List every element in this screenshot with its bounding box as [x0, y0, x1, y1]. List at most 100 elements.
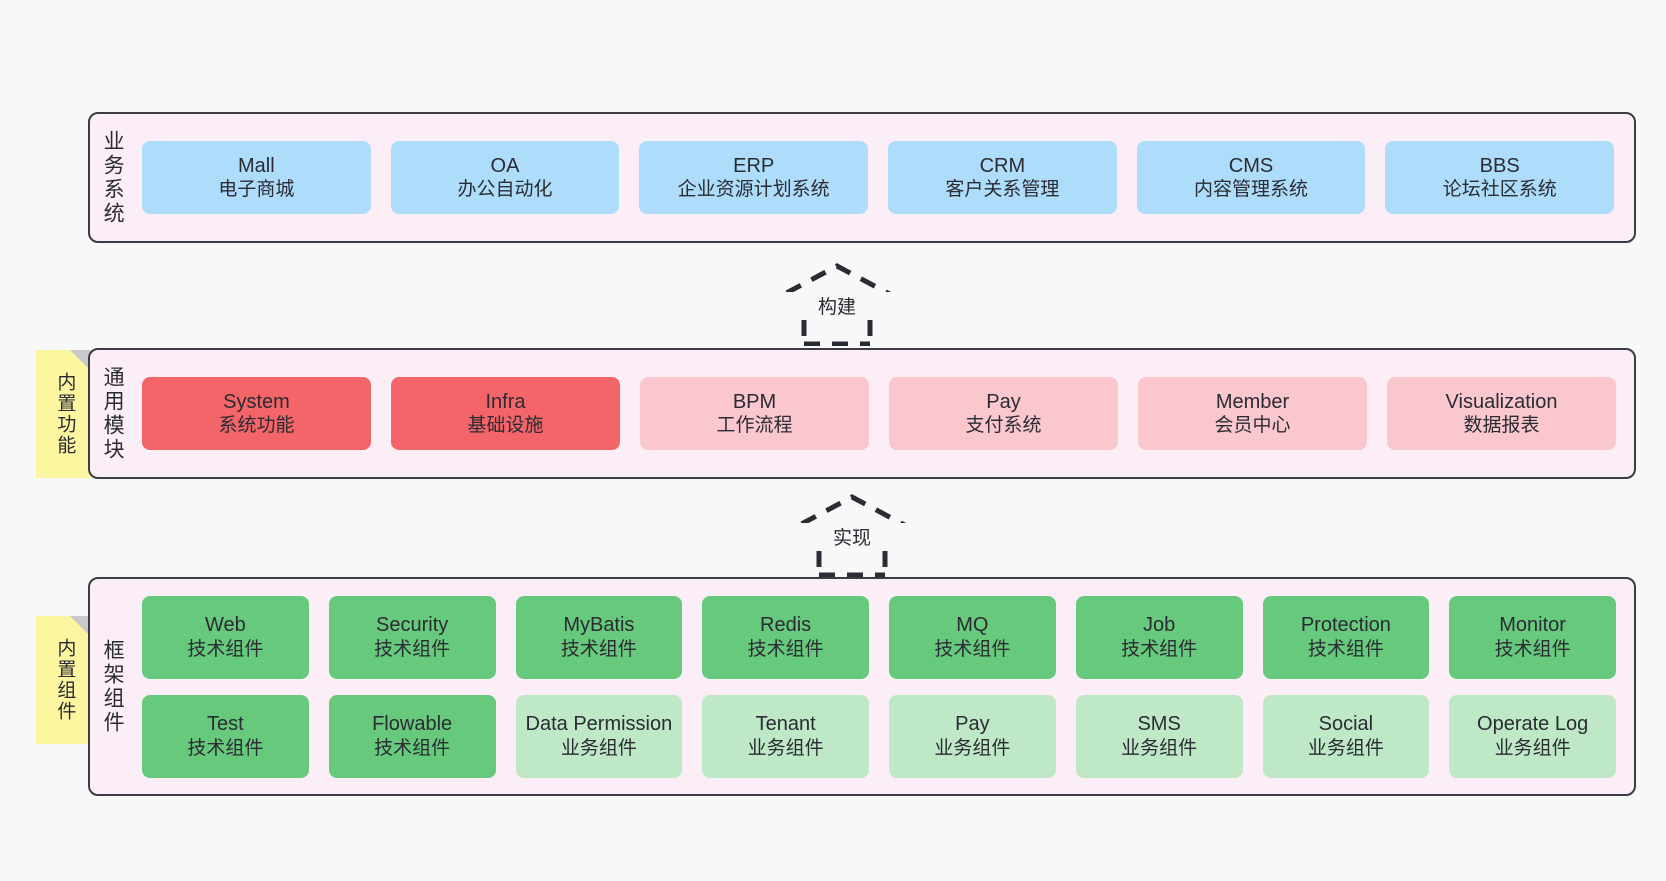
card-member[interactable]: Member 会员中心 [1138, 377, 1367, 450]
card-subtitle: 数据报表 [1463, 415, 1540, 437]
layer-business-systems: 业务系统 Mall 电子商城 OA 办公自动化 ERP 企业资源计划系统 CRM… [88, 112, 1636, 243]
layer-label-framework: 框架组件 [101, 638, 125, 735]
card-subtitle: 企业资源计划系统 [677, 179, 830, 201]
card-flowable[interactable]: Flowable 技术组件 [328, 694, 496, 778]
card-title: Web [204, 614, 246, 637]
card-security[interactable]: Security 技术组件 [328, 595, 496, 679]
layer-body-framework: Web 技术组件 Security 技术组件 MyBatis 技术组件 Redi… [134, 579, 1634, 794]
card-system[interactable]: System 系统功能 [142, 377, 371, 450]
card-sms[interactable]: SMS 业务组件 [1075, 694, 1243, 778]
card-row-framework-tech: Web 技术组件 Security 技术组件 MyBatis 技术组件 Redi… [142, 595, 1616, 679]
card-erp[interactable]: ERP 企业资源计划系统 [639, 141, 869, 214]
card-mybatis[interactable]: MyBatis 技术组件 [515, 595, 683, 679]
sticky-note-label: 内置组件 [54, 638, 76, 722]
card-title: System [223, 390, 290, 413]
card-subtitle: 业务组件 [1307, 737, 1384, 759]
card-title: MyBatis [563, 614, 635, 637]
card-subtitle: 业务组件 [1121, 737, 1198, 759]
card-row-common: System 系统功能 Infra 基础设施 BPM 工作流程 Pay 支付系统… [142, 377, 1616, 450]
card-bpm[interactable]: BPM 工作流程 [640, 377, 869, 450]
card-title: Redis [760, 614, 812, 637]
card-subtitle: 办公自动化 [457, 179, 553, 201]
card-subtitle: 技术组件 [374, 737, 451, 759]
card-title: Monitor [1499, 614, 1566, 637]
card-title: SMS [1137, 713, 1181, 736]
card-title: ERP [733, 154, 775, 177]
card-web[interactable]: Web 技术组件 [142, 595, 309, 679]
page-fold-icon [70, 616, 92, 638]
card-subtitle: 技术组件 [187, 737, 264, 759]
card-title: Tenant [755, 713, 816, 736]
card-data-permission[interactable]: Data Permission 业务组件 [515, 694, 683, 778]
card-title: Operate Log [1477, 713, 1589, 736]
card-subtitle: 内容管理系统 [1194, 179, 1309, 201]
card-subtitle: 技术组件 [560, 638, 637, 660]
card-subtitle: 技术组件 [374, 638, 451, 660]
connector-implement-label: 实现 [757, 523, 947, 550]
card-title: CMS [1228, 154, 1274, 177]
layer-label-business: 业务系统 [101, 129, 125, 226]
card-title: MQ [956, 614, 989, 637]
card-subtitle: 会员中心 [1214, 415, 1291, 437]
layer-label-common: 通用模块 [101, 365, 125, 462]
card-subtitle: 系统功能 [218, 415, 295, 437]
card-subtitle: 技术组件 [747, 638, 824, 660]
card-tenant[interactable]: Tenant 业务组件 [702, 694, 869, 778]
card-title: Member [1215, 390, 1290, 413]
card-title: Visualization [1445, 390, 1558, 413]
card-title: Protection [1300, 614, 1391, 637]
card-operate-log[interactable]: Operate Log 业务组件 [1449, 694, 1616, 778]
card-test[interactable]: Test 技术组件 [142, 694, 309, 778]
card-subtitle: 技术组件 [187, 638, 264, 660]
card-subtitle: 电子商城 [218, 179, 295, 201]
card-subtitle: 论坛社区系统 [1442, 179, 1557, 201]
card-title: Job [1143, 614, 1176, 637]
card-title: Data Permission [525, 713, 673, 736]
card-subtitle: 业务组件 [747, 737, 824, 759]
card-social[interactable]: Social 业务组件 [1262, 694, 1430, 778]
card-title: Infra [485, 390, 526, 413]
card-title: Social [1318, 713, 1374, 736]
card-title: CRM [979, 154, 1026, 177]
layer-common-modules: 通用模块 System 系统功能 Infra 基础设施 BPM 工作流程 Pay… [88, 348, 1636, 479]
card-subtitle: 业务组件 [560, 737, 637, 759]
card-subtitle: 支付系统 [965, 415, 1042, 437]
card-cms[interactable]: CMS 内容管理系统 [1136, 141, 1366, 214]
card-subtitle: 技术组件 [934, 638, 1011, 660]
card-subtitle: 技术组件 [1494, 638, 1571, 660]
connector-build-label: 构建 [742, 292, 932, 319]
card-subtitle: 工作流程 [716, 415, 793, 437]
card-pay-component[interactable]: Pay 业务组件 [889, 694, 1056, 778]
layer-body-common: System 系统功能 Infra 基础设施 BPM 工作流程 Pay 支付系统… [134, 350, 1634, 477]
layer-framework-components: 框架组件 Web 技术组件 Security 技术组件 MyBatis 技术组件… [88, 577, 1636, 796]
card-mq[interactable]: MQ 技术组件 [889, 595, 1056, 679]
card-title: OA [490, 154, 520, 177]
card-title: Flowable [372, 713, 453, 736]
card-title: BBS [1479, 154, 1520, 177]
layer-body-business: Mall 电子商城 OA 办公自动化 ERP 企业资源计划系统 CRM 客户关系… [134, 114, 1634, 241]
card-job[interactable]: Job 技术组件 [1075, 595, 1243, 679]
card-subtitle: 基础设施 [467, 415, 544, 437]
card-crm[interactable]: CRM 客户关系管理 [888, 141, 1117, 214]
card-row-framework-business: Test 技术组件 Flowable 技术组件 Data Permission … [142, 694, 1616, 778]
sticky-note-builtin-components: 内置组件 [36, 616, 92, 744]
card-subtitle: 业务组件 [1494, 737, 1571, 759]
card-subtitle: 客户关系管理 [945, 179, 1060, 201]
card-protection[interactable]: Protection 技术组件 [1262, 595, 1430, 679]
card-oa[interactable]: OA 办公自动化 [390, 141, 620, 214]
page-fold-icon [70, 350, 92, 372]
card-subtitle: 业务组件 [934, 737, 1011, 759]
card-pay-module[interactable]: Pay 支付系统 [889, 377, 1118, 450]
card-visualization[interactable]: Visualization 数据报表 [1387, 377, 1616, 450]
card-mall[interactable]: Mall 电子商城 [142, 141, 371, 214]
card-infra[interactable]: Infra 基础设施 [391, 377, 620, 450]
card-title: Pay [986, 390, 1021, 413]
card-subtitle: 技术组件 [1121, 638, 1198, 660]
card-monitor[interactable]: Monitor 技术组件 [1449, 595, 1616, 679]
connector-build-arrow: 构建 [742, 258, 932, 346]
card-title: Security [376, 614, 449, 637]
card-title: Test [207, 713, 244, 736]
card-bbs[interactable]: BBS 论坛社区系统 [1385, 141, 1615, 214]
card-redis[interactable]: Redis 技术组件 [702, 595, 869, 679]
